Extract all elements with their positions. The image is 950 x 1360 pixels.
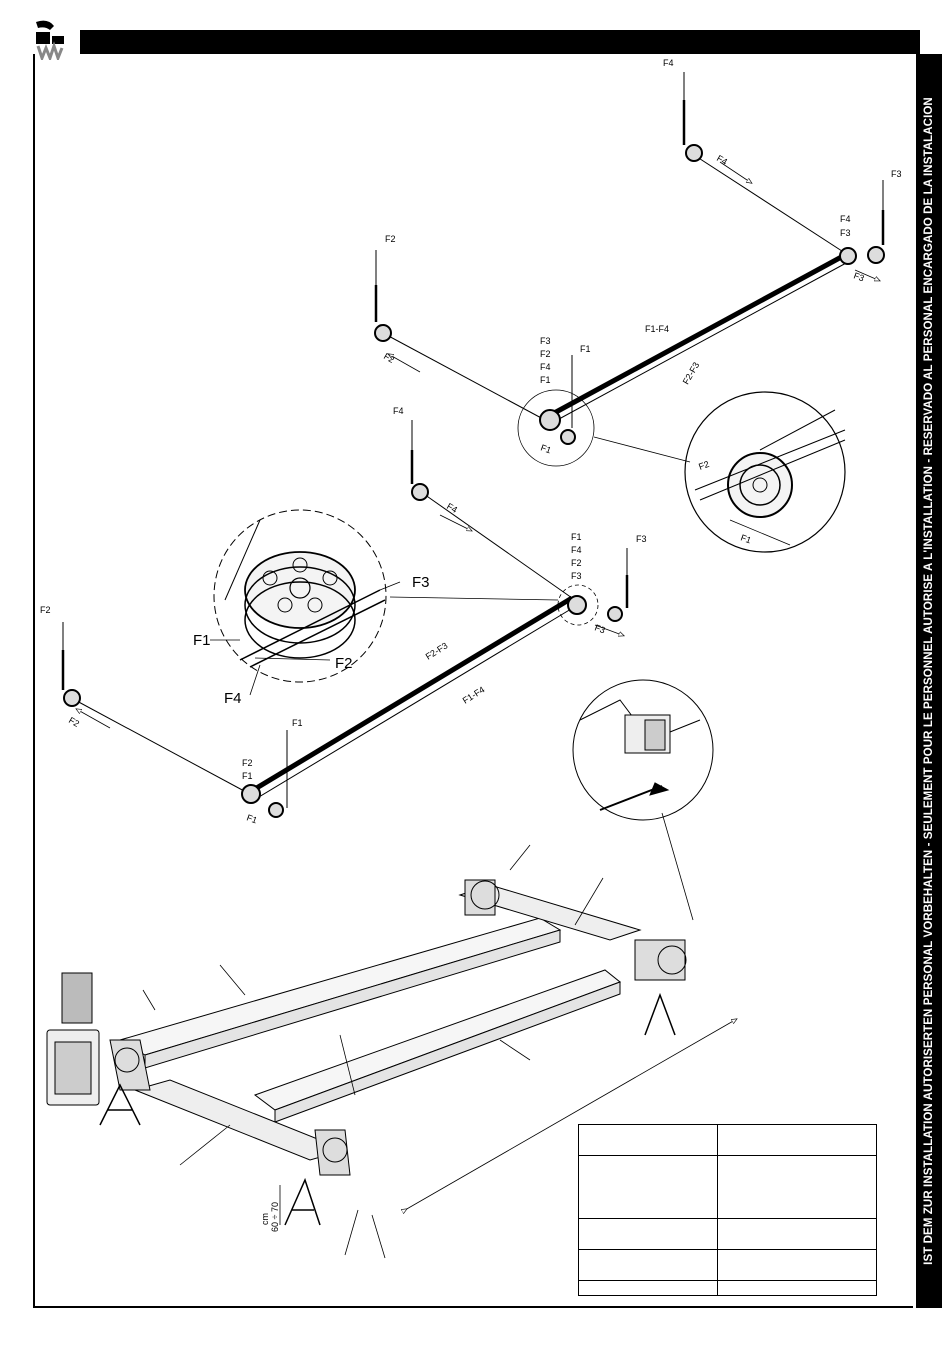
- label-f2-left: F2: [40, 605, 51, 615]
- label-f3-mid: F3: [840, 228, 851, 238]
- frame-bottom-border: [33, 1306, 913, 1308]
- table-cell: [578, 1249, 718, 1281]
- upper-cable-diagram: [374, 72, 885, 553]
- label-f4-zoom: F4: [224, 690, 242, 707]
- table-row: [578, 1280, 877, 1296]
- label-f2-marrow: F2: [67, 715, 81, 729]
- table-row: [578, 1124, 877, 1156]
- label-f3-top: F3: [891, 169, 902, 179]
- label-f3-marrow: F3: [593, 622, 606, 635]
- label-f4-mid: F4: [840, 214, 851, 224]
- label-f4-mstack: F4: [571, 545, 582, 555]
- table-cell: [717, 1280, 877, 1296]
- label-f1-stack: F1: [540, 375, 551, 385]
- label-f3-right: F3: [636, 534, 647, 544]
- label-f2-zoom: F2: [335, 655, 353, 672]
- label-f2-mstack: F2: [571, 558, 582, 568]
- label-f4-stack: F4: [540, 362, 551, 372]
- frame-left-border: [33, 54, 35, 1308]
- label-f1-low: F1: [242, 771, 253, 781]
- label-f4-left: F4: [393, 406, 404, 416]
- label-f2-top: F2: [385, 234, 396, 244]
- label-f3-stack: F3: [540, 336, 551, 346]
- header-bar: [80, 30, 920, 54]
- table-cell: [578, 1155, 718, 1219]
- label-f1-f4-upper: F1-F4: [645, 324, 669, 334]
- table-cell: [717, 1155, 877, 1219]
- label-f3-arrow: F3: [852, 270, 865, 283]
- height-dimension-label: cm 60 ÷ 70: [260, 1202, 280, 1232]
- label-f3-zoom: F3: [412, 574, 430, 591]
- upper-cable-labels: F4 F3 F4 F3 F2 F1 F3 F2 F4 F1 F1-F4 F2-F…: [382, 58, 902, 545]
- label-f1-arrow: F1: [539, 442, 552, 455]
- table-cell: [578, 1218, 718, 1250]
- height-unit: cm: [260, 1213, 270, 1225]
- label-f1-zoom: F1: [739, 532, 752, 545]
- table-row: [578, 1218, 877, 1250]
- label-f1-mstack: F1: [571, 532, 582, 542]
- label-f2-arrow: F2: [382, 351, 396, 365]
- table-row: [578, 1155, 877, 1219]
- height-range: 60 ÷ 70: [270, 1202, 280, 1232]
- table-cell: [578, 1124, 718, 1156]
- side-banner: [916, 54, 942, 1308]
- table-cell: [578, 1280, 718, 1296]
- label-f1-marrow: F1: [245, 812, 258, 825]
- middle-cable-diagram: [61, 420, 629, 818]
- label-f2-f3-mid: F2-F3: [424, 640, 450, 661]
- label-f1-f4-mid: F1-F4: [461, 684, 487, 705]
- lift-assembly: [46, 679, 735, 1259]
- label-f1-zoom: F1: [193, 632, 211, 649]
- label-f4-top: F4: [663, 58, 674, 68]
- label-f2-low: F2: [242, 758, 253, 768]
- label-f4-marrow: F4: [445, 501, 459, 515]
- label-f2-f3-upper: F2-F3: [681, 360, 702, 386]
- label-f2-zoom: F2: [697, 459, 710, 472]
- label-f3-mstack: F3: [571, 571, 582, 581]
- label-f4-arrow: F4: [715, 153, 729, 167]
- table-cell: [717, 1249, 877, 1281]
- label-f1-mid: F1: [292, 718, 303, 728]
- label-f1-top: F1: [580, 344, 591, 354]
- middle-cable-labels: F2 F4 F3 F1 F4 F2 F3 F1 F2 F1 F2-F3 F1-F…: [40, 406, 647, 825]
- label-f2-stack: F2: [540, 349, 551, 359]
- table-cell: [717, 1218, 877, 1250]
- brand-logo: [30, 18, 70, 63]
- info-table: [578, 1124, 877, 1296]
- table-row: [578, 1249, 877, 1281]
- table-cell: [717, 1124, 877, 1156]
